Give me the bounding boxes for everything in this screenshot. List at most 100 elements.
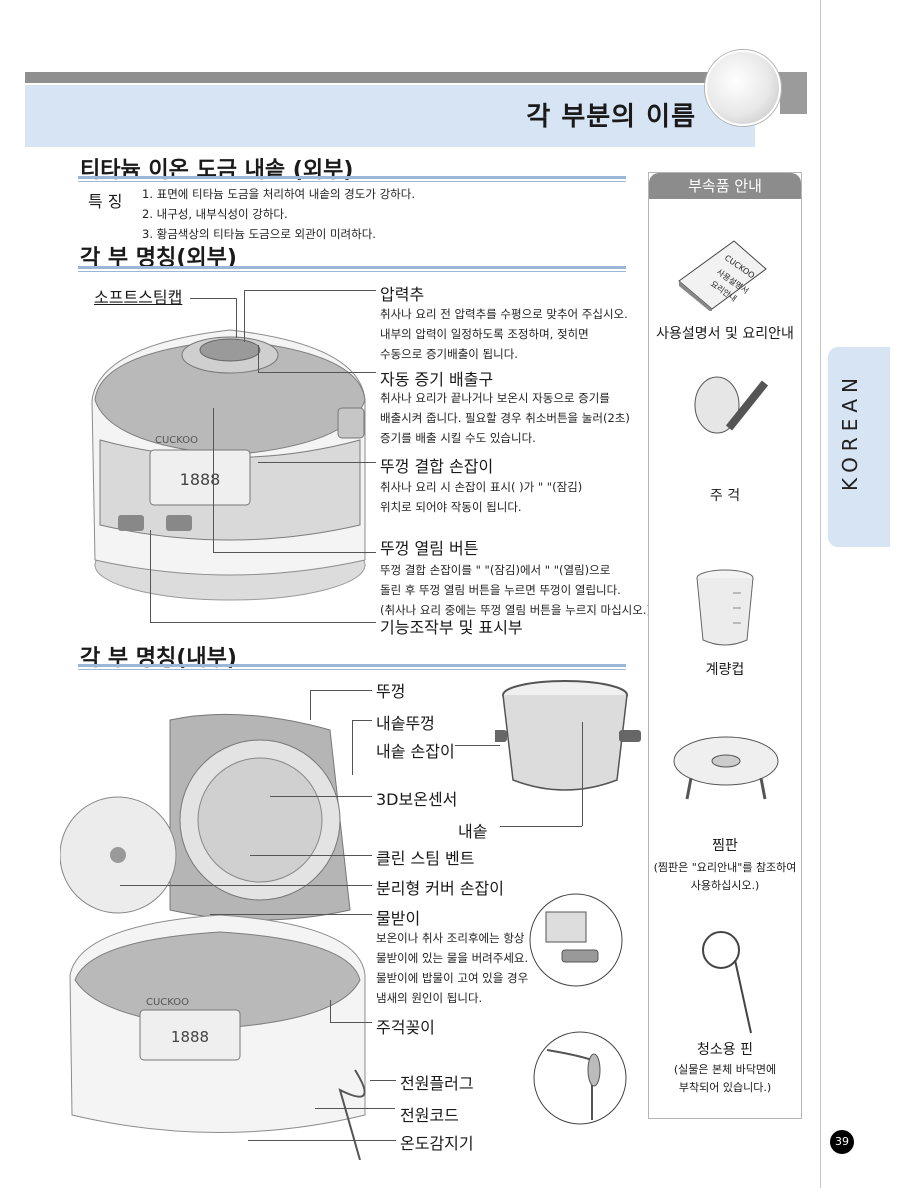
accessory-label-cup: 계량컵 bbox=[705, 662, 745, 678]
desc-line: 뚜껑 결합 손잡이를 " "(잠김)에서 " "(열림)으로 bbox=[380, 563, 611, 577]
brand-logo: CUCKOO bbox=[155, 435, 198, 446]
rice-paddle-icon bbox=[694, 376, 769, 434]
desc-line: 증기를 배출 시킬 수도 있습니다. bbox=[380, 431, 536, 445]
feature-label: 특 징 bbox=[88, 192, 123, 211]
note-line: (실물은 본체 바닥면에 bbox=[673, 1063, 777, 1076]
feature-item: 3. 황금색상의 티타늄 도금으로 외관이 미려하다. bbox=[142, 227, 376, 241]
callout-line bbox=[248, 1140, 396, 1141]
rice-cooker-thumbnail bbox=[705, 50, 781, 126]
part-desc: 취사나 요리 전 압력추를 수평으로 맞추어 주십시오. 내부의 압력이 일정하… bbox=[380, 304, 628, 364]
callout-line bbox=[352, 720, 353, 775]
section-rule bbox=[78, 266, 626, 269]
callout-line bbox=[150, 530, 151, 622]
desc-line: 내부의 압력이 일정하도록 조정하며, 젖히면 bbox=[380, 327, 589, 341]
accessories-panel: 부속품 안내 CUCKOO 사용설명서 요리안내 사용설명서 및 요리안내 주 … bbox=[648, 172, 802, 1119]
spatula-holder-detail bbox=[533, 1031, 627, 1125]
section-heading-pot: 티타늄 이온 도금 내솥 (외부) bbox=[80, 158, 354, 183]
section-rule-thin bbox=[78, 181, 626, 182]
section-rule bbox=[78, 176, 626, 179]
desc-line: 배출시켜 줍니다. 필요할 경우 취소버튼을 눌러(2초) bbox=[380, 411, 630, 425]
header-bar bbox=[25, 72, 807, 83]
feature-list: 1. 표면에 티타늄 도금을 처리하여 내솥의 경도가 강하다. 2. 내구성,… bbox=[142, 184, 415, 244]
callout-line bbox=[352, 720, 372, 721]
page-title: 각 부분의 이름 bbox=[526, 102, 696, 132]
page-number: 39 bbox=[830, 1130, 854, 1154]
callout-line bbox=[500, 826, 582, 827]
desc-line: 수동으로 증기배출이 됩니다. bbox=[380, 347, 518, 361]
manual-book-icon: CUCKOO 사용설명서 요리안내 bbox=[678, 240, 767, 311]
part-power-plug: 전원플러그 bbox=[400, 1074, 474, 1093]
callout-line bbox=[236, 298, 237, 338]
feature-item: 1. 표면에 티타늄 도금을 처리하여 내솥의 경도가 강하다. bbox=[142, 187, 415, 201]
part-temp-sensor: 온도감지기 bbox=[400, 1134, 474, 1153]
callout-line bbox=[455, 745, 500, 746]
callout-line bbox=[310, 690, 372, 691]
cleaning-pin-icon bbox=[702, 931, 752, 1034]
callout-line bbox=[270, 796, 372, 797]
callout-line bbox=[310, 690, 311, 720]
part-lid-open-button: 뚜껑 열림 버튼 bbox=[380, 539, 479, 558]
part-drip-tray: 물받이 bbox=[376, 909, 421, 928]
callout-line bbox=[244, 290, 376, 291]
part-pressure-weight: 압력추 bbox=[380, 285, 425, 304]
callout-line bbox=[190, 298, 236, 299]
callout-line bbox=[582, 722, 583, 826]
part-spatula-holder: 주걱꽂이 bbox=[376, 1018, 435, 1037]
pin-note: (실물은 본체 바닥면에 부착되어 있습니다.) bbox=[649, 1061, 801, 1097]
cooker-exterior-illustration: 1888 CUCKOO bbox=[91, 329, 366, 601]
language-tab-label: KOREAN bbox=[838, 372, 862, 491]
accessory-label-pin: 청소용 핀 bbox=[697, 1042, 753, 1058]
desc-line: (취사나 요리 중에는 뚜껑 열림 버튼을 누르지 마십시오.) bbox=[380, 603, 651, 617]
desc-line: 돌린 후 뚜껑 열림 버튼을 누르면 뚜껑이 열립니다. bbox=[380, 583, 621, 597]
part-lid-handle: 뚜껑 결합 손잡이 bbox=[380, 457, 494, 476]
accessories-title: 부속품 안내 bbox=[649, 173, 801, 199]
callout-line bbox=[370, 1080, 396, 1081]
section-heading-interior: 각 부 명칭(내부) bbox=[80, 646, 237, 671]
steam-plate-note: (찜판은 "요리안내"를 참조하여 사용하십시오.) bbox=[649, 859, 801, 895]
accessory-label-manual: 사용설명서 및 요리안내 bbox=[656, 326, 794, 342]
part-3d-warming-sensor: 3D보온센서 bbox=[376, 790, 458, 809]
note-line: 사용하십시오.) bbox=[690, 879, 760, 892]
part-desc: 취사나 요리 시 손잡이 표시( )가 " "(잠김) 위치로 되어야 작동이 … bbox=[380, 477, 582, 517]
callout-line bbox=[330, 1000, 331, 1022]
callout-line bbox=[330, 1022, 372, 1023]
part-clean-steam-vent: 클린 스팀 벤트 bbox=[376, 849, 475, 868]
label-soft-steam-cap: 소프트스팀캡 bbox=[94, 288, 183, 307]
desc-line: 보온이나 취사 조리후에는 항상 bbox=[376, 931, 525, 945]
inner-pot-illustration bbox=[495, 680, 641, 791]
desc-line: 취사나 요리 전 압력추를 수평으로 맞추어 주십시오. bbox=[380, 307, 628, 321]
accessory-label-steam-plate: 찜판 bbox=[712, 838, 738, 854]
part-inner-lid: 내솥뚜껑 bbox=[376, 714, 435, 733]
page-margin-line bbox=[820, 0, 821, 1188]
callout-line bbox=[258, 462, 376, 463]
desc-line: 취사나 요리 시 손잡이 표시( )가 " "(잠김) bbox=[380, 480, 583, 494]
part-inner-pot: 내솥 bbox=[458, 822, 488, 841]
drip-tray-detail bbox=[529, 893, 623, 987]
title-band bbox=[25, 85, 755, 147]
callout-line bbox=[150, 622, 376, 623]
callout-line bbox=[250, 855, 372, 856]
part-desc: 취사나 요리가 끝나거나 보온시 자동으로 증기를 배출시켜 줍니다. 필요할 … bbox=[380, 388, 630, 448]
note-line: 부착되어 있습니다.) bbox=[678, 1081, 772, 1094]
part-lid: 뚜껑 bbox=[376, 682, 406, 701]
cooker-interior-illustration: 1888 CUCKOO bbox=[60, 713, 366, 1160]
section-rule bbox=[78, 664, 626, 667]
part-power-cord: 전원코드 bbox=[400, 1106, 459, 1125]
callout-line bbox=[120, 885, 372, 886]
desc-line: 취사나 요리가 끝나거나 보온시 자동으로 증기를 bbox=[380, 391, 610, 405]
callout-line bbox=[258, 345, 259, 372]
measuring-cup-icon bbox=[696, 569, 754, 646]
part-steam-vent: 자동 증기 배출구 bbox=[380, 370, 494, 389]
desc-line: 물받이에 밥물이 고여 있을 경우 bbox=[376, 971, 529, 985]
section-rule-thin bbox=[78, 271, 626, 272]
accessory-label-paddle: 주 걱 bbox=[709, 488, 741, 504]
desc-line: 냄새의 원인이 됩니다. bbox=[376, 991, 483, 1005]
steam-plate-icon bbox=[673, 736, 779, 800]
callout-line bbox=[315, 1108, 395, 1109]
callout-line bbox=[213, 408, 214, 552]
display-digits: 1888 bbox=[180, 470, 221, 489]
part-cover-handle: 분리형 커버 손잡이 bbox=[376, 879, 504, 898]
desc-line: 위치로 되어야 작동이 됩니다. bbox=[380, 500, 522, 514]
section-rule-thin bbox=[78, 669, 626, 670]
part-inner-pot-handle: 내솥 손잡이 bbox=[376, 742, 455, 761]
